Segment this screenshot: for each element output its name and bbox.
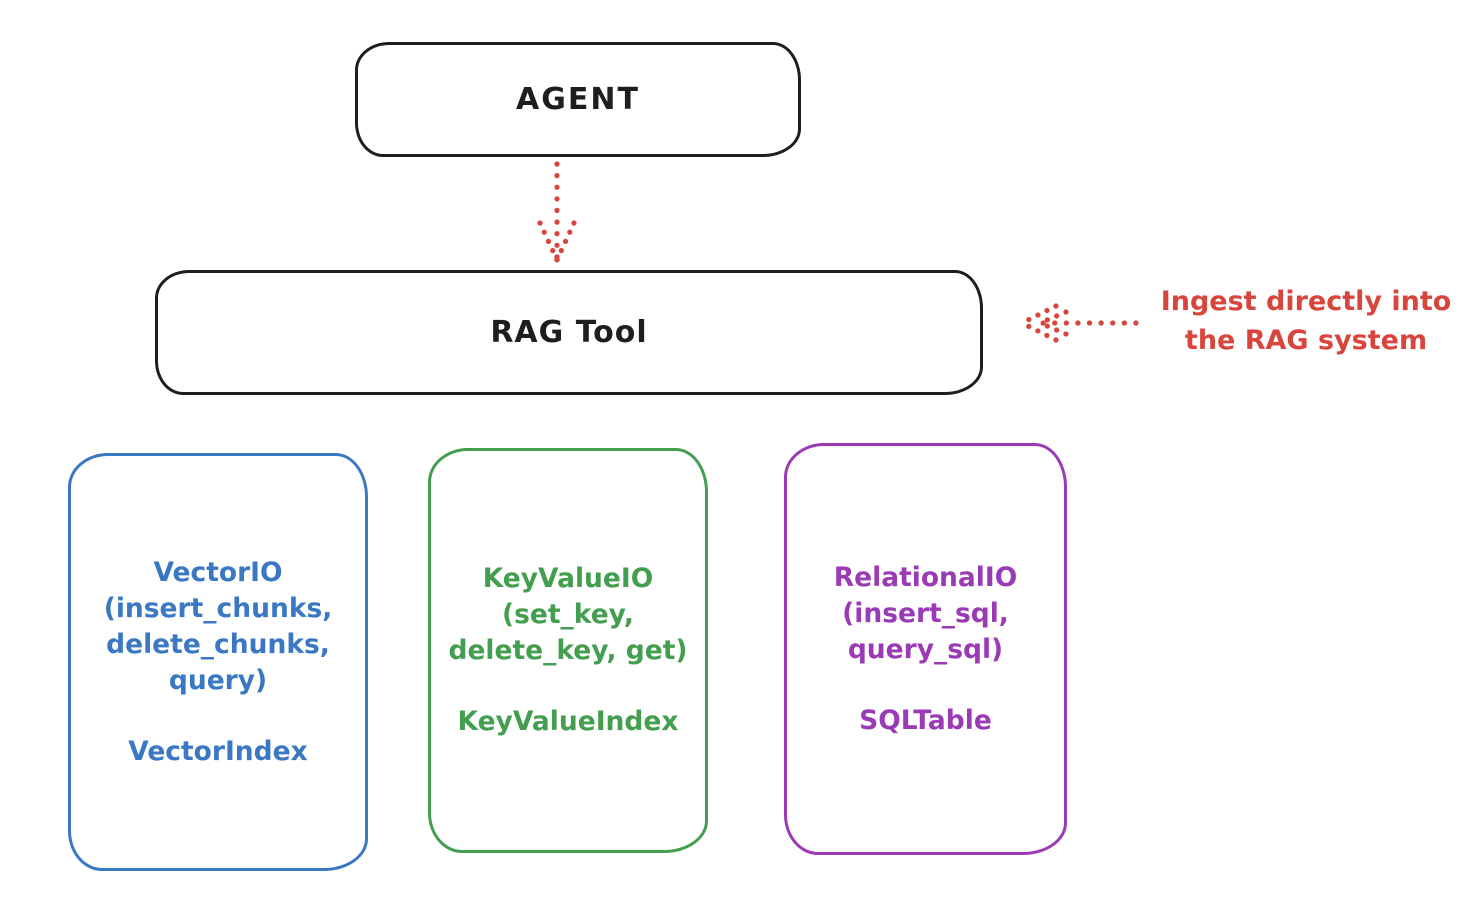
vector-io-methods-line3: query) bbox=[168, 664, 268, 696]
down-arrow-icon bbox=[537, 161, 577, 263]
vector-io-node: VectorIO (insert_chunks, delete_chunks, … bbox=[68, 453, 368, 871]
rag-tool-node: RAG Tool bbox=[155, 270, 983, 395]
keyvalue-io-methods-line2: delete_key, get) bbox=[448, 635, 688, 666]
keyvalue-io-methods-line1: (set_key, bbox=[502, 599, 634, 630]
ingest-annotation: Ingest directly into the RAG system bbox=[1138, 282, 1474, 360]
agent-node-label: AGENT bbox=[516, 82, 640, 117]
sql-table-label: SQLTable bbox=[859, 704, 992, 736]
relational-io-title: RelationalIO bbox=[833, 561, 1018, 593]
ingest-annotation-line2: the RAG system bbox=[1184, 325, 1428, 356]
vector-io-title: VectorIO bbox=[153, 556, 283, 588]
vector-io-methods-line2: delete_chunks, bbox=[106, 628, 330, 660]
relational-io-node: RelationalIO (insert_sql, query_sql) SQL… bbox=[784, 443, 1067, 855]
vector-index-label: VectorIndex bbox=[128, 735, 308, 767]
vector-io-methods-line1: (insert_chunks, bbox=[103, 592, 333, 624]
keyvalue-index-label: KeyValueIndex bbox=[457, 706, 679, 737]
keyvalue-io-title: KeyValueIO bbox=[482, 563, 654, 594]
keyvalue-io-node: KeyValueIO (set_key, delete_key, get) Ke… bbox=[428, 448, 708, 853]
agent-node: AGENT bbox=[355, 42, 801, 157]
left-arrow-icon bbox=[1019, 303, 1139, 343]
relational-io-methods-line2: query_sql) bbox=[847, 633, 1004, 665]
relational-io-methods-line1: (insert_sql, bbox=[842, 597, 1009, 629]
rag-tool-node-label: RAG Tool bbox=[490, 315, 648, 350]
ingest-annotation-line1: Ingest directly into bbox=[1160, 286, 1452, 317]
